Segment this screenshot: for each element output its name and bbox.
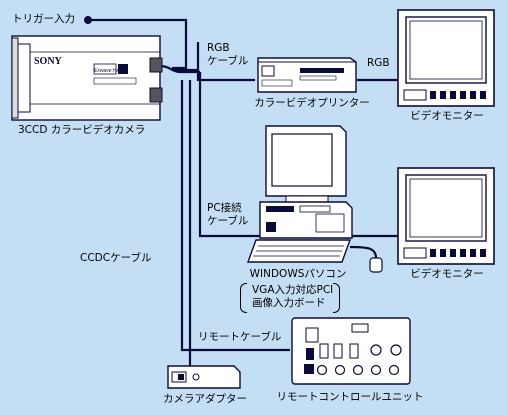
monitor-bottom-device	[397, 167, 495, 265]
pc-cable	[198, 72, 262, 238]
camera-model: Exwave HAD	[94, 68, 124, 74]
bracket-right	[333, 283, 340, 313]
monitor-bottom-label: ビデオモニター	[410, 268, 484, 280]
monitor-top-label: ビデオモニター	[410, 110, 484, 122]
pc-device	[247, 125, 383, 273]
trigger-input-label: トリガー入力	[12, 13, 75, 25]
remote-unit-label: リモートコントロールユニット	[276, 391, 424, 403]
board-bracket: VGA入力対応PCI 画像入力ボード	[240, 283, 340, 313]
monitor-top-device	[397, 9, 495, 107]
adapter-label: カメラアダプター	[163, 393, 247, 405]
rgb-cable-label-1: RGB	[207, 42, 230, 54]
rgb-cable-label-2: ケーブル	[207, 55, 249, 67]
board-label-1: VGA入力対応PCI	[252, 284, 334, 296]
pc-cable-label-1: PC接続	[207, 202, 242, 214]
camera-brand: SONY	[34, 56, 63, 67]
mouse-cable	[349, 245, 378, 259]
ccdc-cable-label: CCDCケーブル	[80, 252, 152, 264]
printer-device	[257, 57, 357, 93]
camera-cable-bundle	[159, 64, 200, 74]
pc-cable-label-2: ケーブル	[207, 215, 249, 227]
pc-label: WINDOWSパソコン	[249, 268, 347, 280]
camera-label: 3CCD カラービデオカメラ	[18, 124, 146, 136]
camera-adapter-device	[167, 365, 241, 389]
trigger-cable	[88, 18, 188, 70]
remote-cable-label: リモートケーブル	[198, 331, 282, 343]
camera-device	[11, 35, 163, 121]
remote-unit-device	[291, 317, 411, 385]
adapter-cable	[178, 80, 192, 382]
bracket-left	[240, 283, 247, 313]
rgb-label: RGB	[367, 57, 390, 69]
trigger-terminal-dot	[84, 16, 92, 24]
rgb-cable	[172, 42, 255, 82]
ccdc-cable	[180, 80, 290, 352]
board-label-2: 画像入力ボード	[252, 297, 326, 309]
printer-label: カラービデオプリンター	[254, 97, 370, 109]
